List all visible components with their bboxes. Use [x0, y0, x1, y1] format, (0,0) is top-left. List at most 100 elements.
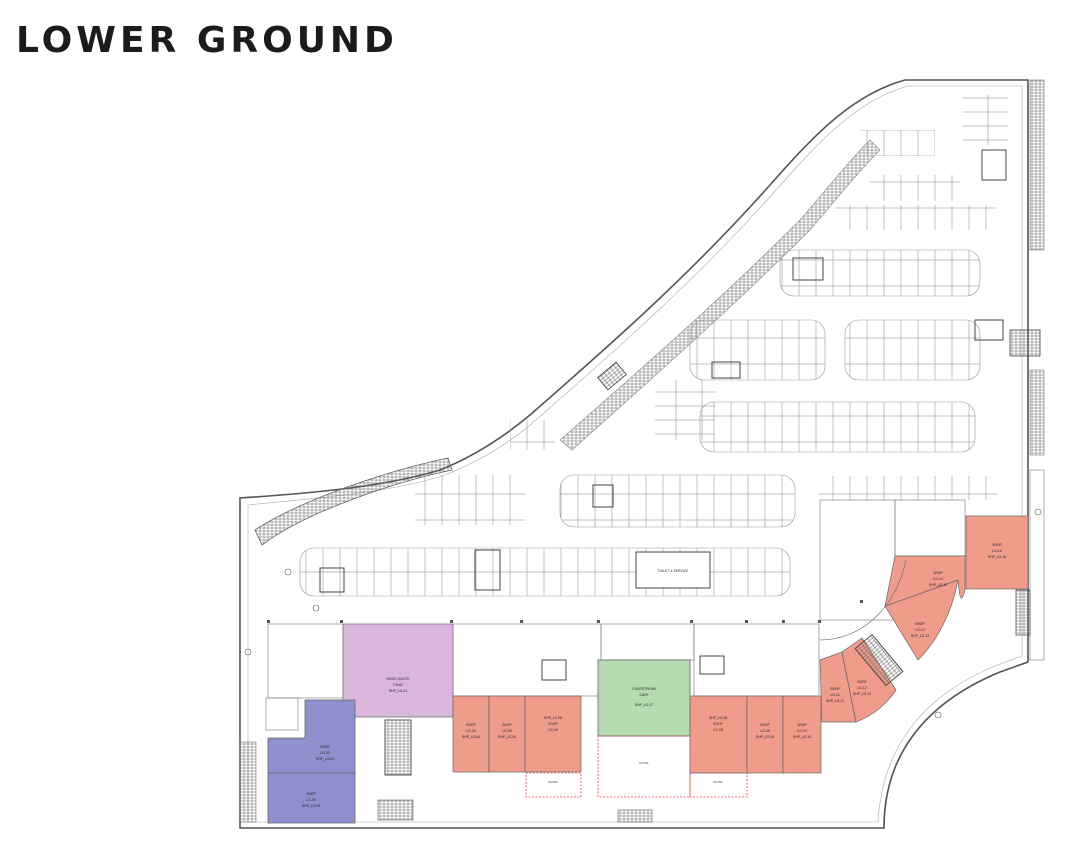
stair-icon: [1009, 329, 1041, 357]
right-escalator: [1015, 589, 1031, 636]
unit-label: SHOP: [857, 680, 867, 684]
kiosk-label: KIOSK: [639, 761, 648, 765]
page-title: LOWER GROUND: [16, 20, 398, 61]
unit-label: SHP_LG-04: [462, 735, 480, 739]
parking-bays: [299, 547, 791, 597]
arc-wall: [883, 671, 1001, 829]
escalator-icon: [854, 633, 904, 687]
unit-label: CAFE: [639, 693, 649, 697]
unit-label: HOOD SOUTH: [387, 677, 411, 681]
unit-label: SHOP: [502, 723, 512, 727]
kiosk-label: KIOSK: [713, 780, 722, 784]
kiosk[interactable]: [525, 772, 582, 798]
unit-label: SHP_LG-13: [911, 634, 929, 638]
shop-unit[interactable]: [452, 695, 490, 773]
kiosk[interactable]: [689, 772, 748, 798]
anchor-unit-purple[interactable]: [342, 623, 454, 718]
columns: [267, 600, 863, 623]
unit-label: LG-09: [760, 729, 770, 733]
shop-unit[interactable]: [841, 637, 897, 723]
unit-label: SHOP: [760, 723, 770, 727]
anchor-unit-blue-bottom[interactable]: [267, 772, 356, 824]
tree-icon: [244, 508, 1042, 719]
shop-unit[interactable]: [884, 555, 966, 607]
unit-label: SHOP: [915, 622, 925, 626]
unit-label: LG-08: [713, 728, 723, 732]
unit-label: SHP_LG-08: [709, 716, 727, 720]
service-strip-mid: [1029, 369, 1045, 456]
shop-unit[interactable]: [689, 695, 748, 774]
lift-icon: [474, 549, 501, 591]
unit-label: SHP_LG-14: [929, 583, 947, 587]
shop-unit[interactable]: [488, 695, 526, 773]
unit-label: SHP_LG-10: [793, 735, 811, 739]
service-strip-low: [1029, 469, 1045, 661]
ramp: [254, 457, 453, 546]
unit-label: SHOP: [548, 722, 558, 726]
lift-icon: [592, 484, 614, 508]
unit-label: LG-13: [915, 628, 925, 632]
unit-label: SHP_LG-16: [988, 555, 1006, 559]
unit-label: LG-14: [933, 577, 943, 581]
unit-label: TONIC: [393, 683, 404, 687]
shop-unit[interactable]: [746, 695, 784, 774]
unit-label: SHOP: [830, 687, 840, 691]
unit-label: LG-02: [320, 751, 330, 755]
unit-label: SHOP: [933, 571, 943, 575]
unit-label: SHP_LG-03: [302, 804, 320, 808]
parking-bays: [835, 205, 995, 230]
kiosk[interactable]: [597, 735, 691, 798]
left-edge-strip: [239, 741, 257, 823]
lift-icon: [711, 361, 741, 379]
parking-bays: [699, 401, 976, 453]
escalator-icon: [384, 719, 412, 776]
unit-label: SHP_LG-05: [498, 735, 516, 739]
unit-label: SHOP: [797, 723, 807, 727]
stair-icon: [377, 799, 414, 821]
parking-bays: [689, 319, 826, 381]
unit-label: LG-10: [797, 729, 807, 733]
lift-icon: [319, 567, 345, 593]
anchor-unit-blue-top[interactable]: [267, 699, 356, 774]
unit-label: SHOP: [466, 723, 476, 727]
toilet-label: TOILET & SERVICE: [658, 569, 689, 573]
unit-label: LG-03: [306, 798, 316, 802]
shop-unit[interactable]: [884, 579, 959, 661]
stair-icon: [617, 809, 653, 823]
unit-label: SHP_LG-02: [316, 757, 334, 761]
unit-label: LG-05: [502, 729, 512, 733]
unit-label: LG-12: [857, 686, 867, 690]
toilet-room: [635, 551, 711, 589]
shop-unit[interactable]: [965, 515, 1029, 590]
parking-bays: [415, 475, 525, 525]
unit-label: SHP_LG-07: [635, 703, 653, 707]
unit-label: SHOP: [320, 745, 330, 749]
anchor-unit-green[interactable]: [597, 659, 691, 737]
arc-wall: [819, 559, 907, 641]
unit-label: SHP_LG-11: [826, 699, 844, 703]
parking-bays: [510, 420, 555, 450]
parking-bays: [779, 249, 981, 297]
parking-bays: [870, 175, 960, 201]
unit-label: SHP_LG-01: [389, 689, 407, 693]
parking-bays: [963, 95, 1008, 145]
lift-icon: [974, 319, 1004, 341]
unit-label: SHOP: [992, 543, 1002, 547]
shop-unit[interactable]: [524, 695, 582, 773]
parking-bays: [655, 380, 715, 440]
lift-icon: [792, 257, 824, 281]
shop-unit[interactable]: [782, 695, 822, 774]
unit-label: SHOP: [306, 792, 316, 796]
parking-area: [299, 95, 1008, 597]
unit-label: LG-11: [830, 693, 839, 697]
unit-label: SHP_LG-06: [544, 716, 562, 720]
unit-label: SHP_LG-09: [756, 735, 774, 739]
parking-bays: [559, 474, 796, 528]
service-strip-top: [1029, 79, 1045, 251]
unit-label: LG-06: [548, 728, 558, 732]
stair-icon: [597, 361, 627, 391]
parking-bays: [844, 319, 981, 381]
unit-label: LG-04: [466, 729, 476, 733]
lift-icon: [981, 149, 1007, 181]
